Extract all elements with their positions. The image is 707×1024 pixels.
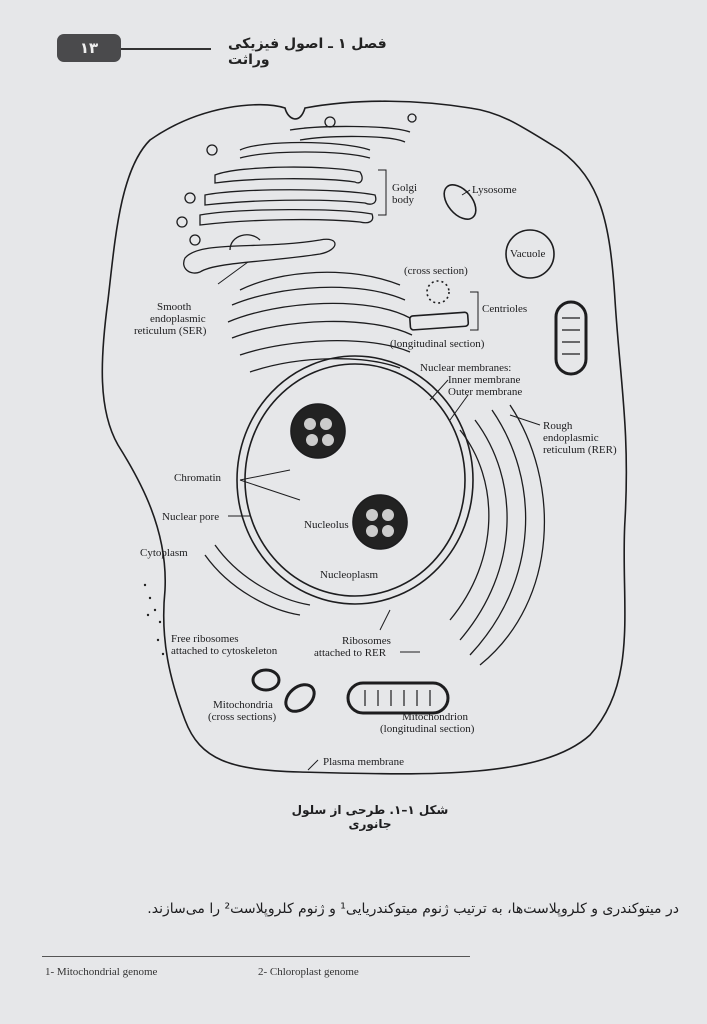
mitochondrion-cross-2: [284, 683, 316, 713]
label-vacuole: Vacuole: [510, 248, 546, 260]
label-ribosomes-rer-2: attached to RER: [314, 647, 387, 659]
nucleolus-1: [290, 403, 346, 459]
label-longitudinal-section: (longitudinal section): [390, 338, 485, 350]
label-plasma-membrane: Plasma membrane: [323, 756, 404, 768]
mitochondrion-right: [554, 300, 588, 376]
label-ribosomes-rer-1: Ribosomes: [342, 635, 391, 647]
rough-er-right: [204, 404, 546, 666]
chapter-title: فصل ۱ ـ اصول فیزیکی وراثت: [228, 36, 387, 68]
label-mitochondria-1: Mitochondria: [213, 699, 273, 711]
lysosome: [443, 184, 477, 220]
label-free-ribosomes-2: attached to cytoskeleton: [171, 645, 278, 657]
footnote-1: 1- Mitochondrial genome: [45, 966, 158, 978]
mitochondrion-cross-1: [251, 668, 281, 692]
label-free-ribosomes-1: Free ribosomes: [171, 633, 239, 645]
vacuole: [505, 229, 555, 279]
label-inner-membrane: Inner membrane: [448, 374, 520, 386]
nucleus-inner-membrane: [244, 363, 466, 597]
label-chromatin: Chromatin: [174, 472, 222, 484]
leader-lines: [217, 169, 541, 771]
header-rule: [121, 48, 211, 50]
label-ser-1: Smooth: [157, 301, 192, 313]
label-cross-section: (cross section): [404, 265, 468, 277]
label-ser-3: reticulum (SER): [134, 325, 207, 337]
label-rer-1: Rough: [543, 420, 573, 432]
nucleus-outer-membrane: [236, 355, 474, 605]
footnote-rule: [42, 956, 470, 957]
nucleolus-2: [352, 494, 408, 550]
body-paragraph: در میتوکندری و کلروپلاست‌ها، به ترتیب ژن…: [147, 901, 679, 917]
mitochondrion-long: [346, 681, 450, 715]
label-nuclear-pore: Nuclear pore: [162, 511, 219, 523]
label-centrioles: Centrioles: [482, 303, 527, 315]
label-lysosome: Lysosome: [472, 184, 517, 196]
label-nucleoplasm: Nucleoplasm: [320, 569, 378, 581]
plasma-membrane: [101, 100, 628, 775]
smooth-er: [183, 234, 336, 274]
free-ribosomes: [143, 583, 165, 656]
footnote-2: 2- Chloroplast genome: [258, 966, 359, 978]
label-golgi-1: Golgi: [392, 182, 417, 194]
rough-er-upper: [227, 271, 413, 373]
label-cytoplasm: Cytoplasm: [140, 547, 188, 559]
page-number: ۱۳: [57, 34, 121, 62]
label-mitochondrion-1: Mitochondrion: [402, 711, 468, 723]
label-outer-membrane: Outer membrane: [448, 386, 522, 398]
figure-caption: شکل ۱–۱. طرحی از سلول جانوری: [291, 803, 449, 831]
label-golgi-2: body: [392, 194, 415, 206]
label-rer-3: reticulum (RER): [543, 444, 617, 456]
label-nuclear-membranes: Nuclear membranes:: [420, 362, 511, 374]
label-mitochondrion-2: (longitudinal section): [380, 723, 475, 735]
label-rer-2: endoplasmic: [543, 432, 599, 444]
centrioles: [409, 280, 470, 331]
label-nucleolus: Nucleolus: [304, 519, 349, 531]
label-ser-2: endoplasmic: [150, 313, 206, 325]
golgi-body: [176, 113, 417, 246]
label-mitochondria-2: (cross sections): [208, 711, 276, 723]
